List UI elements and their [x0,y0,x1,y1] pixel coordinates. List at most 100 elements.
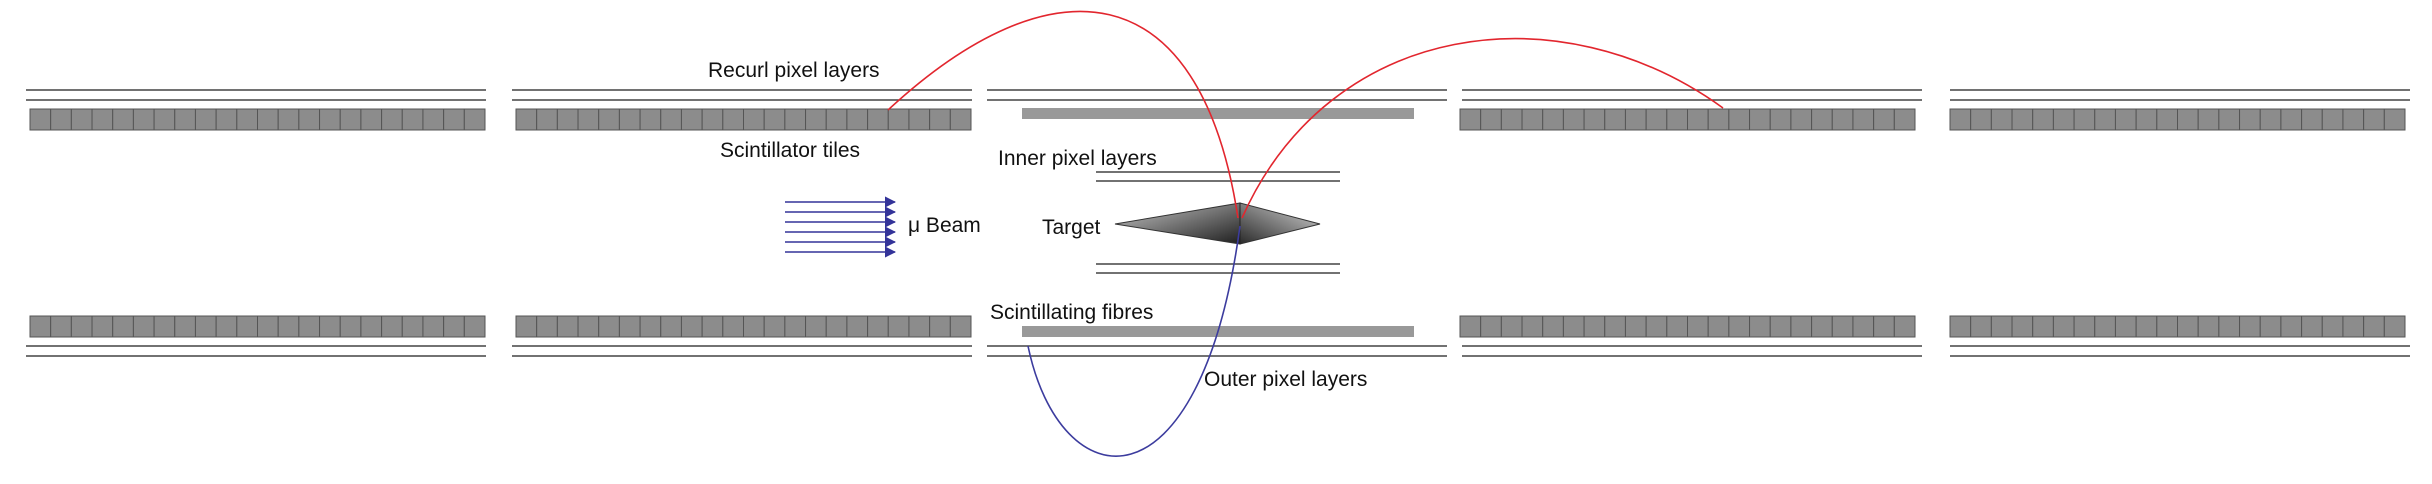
scintillator-tile [1831,108,1854,131]
label-scintillating-fibres: Scintillating fibres [990,301,1153,324]
scintillator-tile [867,315,889,338]
scintillator-tile [660,315,682,338]
scintillator-tile [598,108,620,131]
scintillator-tile [339,108,362,131]
scintillator-tile [887,108,910,131]
scintillator-tile [2011,315,2034,338]
scintillator-tile [2218,315,2241,338]
scintillator-tile [50,315,72,338]
scintillator-tile [2156,108,2179,131]
scintillator-tile [1624,108,1647,131]
scintillator-tile [1645,108,1668,131]
scintillator-tile [1562,315,1585,338]
scintillator-tile [1811,315,1833,338]
electron-track-2 [1241,37,1724,219]
inner-pixel-layers-upper [1096,171,1340,182]
target-left-cone [1114,202,1241,245]
scintillator-tile [2259,108,2282,131]
scintillator-tile [1811,108,1833,131]
scintillator-tile [908,108,931,131]
scintillator-tile [1749,315,1771,338]
scintillator-tile [1521,315,1544,338]
target [1114,202,1321,245]
scintillator-tile [1707,108,1730,131]
scintillator-tile [422,315,445,338]
scintillator-tile [1666,108,1688,131]
scintillator-tile [298,108,321,131]
label-muon-beam: μ Beam [908,214,981,237]
scintillator-tile [463,108,486,131]
scintillator-tile [1521,108,1544,131]
scintillator-tile [536,108,558,131]
scintillator-tile [1749,108,1771,131]
scintillator-tile [1831,315,1854,338]
scintillator-tile [1990,315,2013,338]
scintillator-tile [618,315,641,338]
scintillator-tile [1790,315,1813,338]
upper-scintillating-fibre-bar [1022,108,1414,119]
scintillator-tile [1852,315,1875,338]
scintillator-tile [2114,108,2137,131]
scintillator-tile [1893,315,1916,338]
scintillator-tile [2156,315,2179,338]
scintillator-tile [660,108,682,131]
scintillator-tile [1624,315,1647,338]
scintillator-tile [2218,108,2241,131]
scintillator-tile [1873,108,1895,131]
lower-tile-station-3 [1459,315,1916,338]
scintillator-tile [194,108,217,131]
scintillator-tile [1990,108,2013,131]
scintillator-tile [1459,108,1482,131]
scintillator-tile [1707,315,1730,338]
scintillator-tile [381,315,403,338]
scintillator-tile [401,315,424,338]
scintillator-tile [2363,315,2385,338]
scintillator-tile [2321,108,2344,131]
scintillator-tile [556,315,579,338]
scintillator-tile [1542,108,1564,131]
scintillator-tile [701,315,724,338]
scintillator-tile [112,315,134,338]
scintillator-tile [2073,315,2096,338]
scintillator-tile [2301,108,2323,131]
scintillator-tile [577,108,600,131]
scintillator-tile [2197,315,2220,338]
scintillator-tile [2094,108,2116,131]
scintillator-tile [763,315,786,338]
scintillator-tile [91,315,114,338]
scintillator-tile [805,315,827,338]
scintillator-tile [194,315,217,338]
scintillator-tile [536,315,558,338]
scintillator-tile [2052,315,2075,338]
scintillator-tile [2383,108,2406,131]
scintillator-tile [846,315,869,338]
label-inner-pixel-layers: Inner pixel layers [998,147,1157,170]
scintillator-tile [722,315,745,338]
scintillator-tile [701,108,724,131]
scintillator-tile [1873,315,1895,338]
upper-tile-station-1 [29,108,486,131]
scintillator-tile [949,108,972,131]
scintillator-tile [1480,108,1502,131]
scintillator-tile [1583,108,1606,131]
scintillator-tile [887,315,910,338]
upper-tile-station-2 [515,108,972,131]
muon-beam-arrows [785,196,897,258]
scintillator-tile [867,108,889,131]
scintillator-tile [1893,108,1916,131]
label-target: Target [1042,216,1101,239]
scintillator-tile [360,315,383,338]
scintillator-tile [1480,315,1502,338]
scintillator-tile [1500,315,1523,338]
scintillator-tile [1542,315,1564,338]
scintillator-tile [2011,108,2034,131]
scintillator-tile [277,315,300,338]
scintillator-tile [1500,108,1523,131]
scintillator-tile [1459,315,1482,338]
label-scintillator-tiles: Scintillator tiles [720,139,860,162]
scintillator-tile [1687,315,1709,338]
scintillator-tile [1970,108,1992,131]
scintillator-tile [2342,315,2365,338]
scintillator-tile [112,108,134,131]
lower-tile-station-4 [1949,315,2406,338]
